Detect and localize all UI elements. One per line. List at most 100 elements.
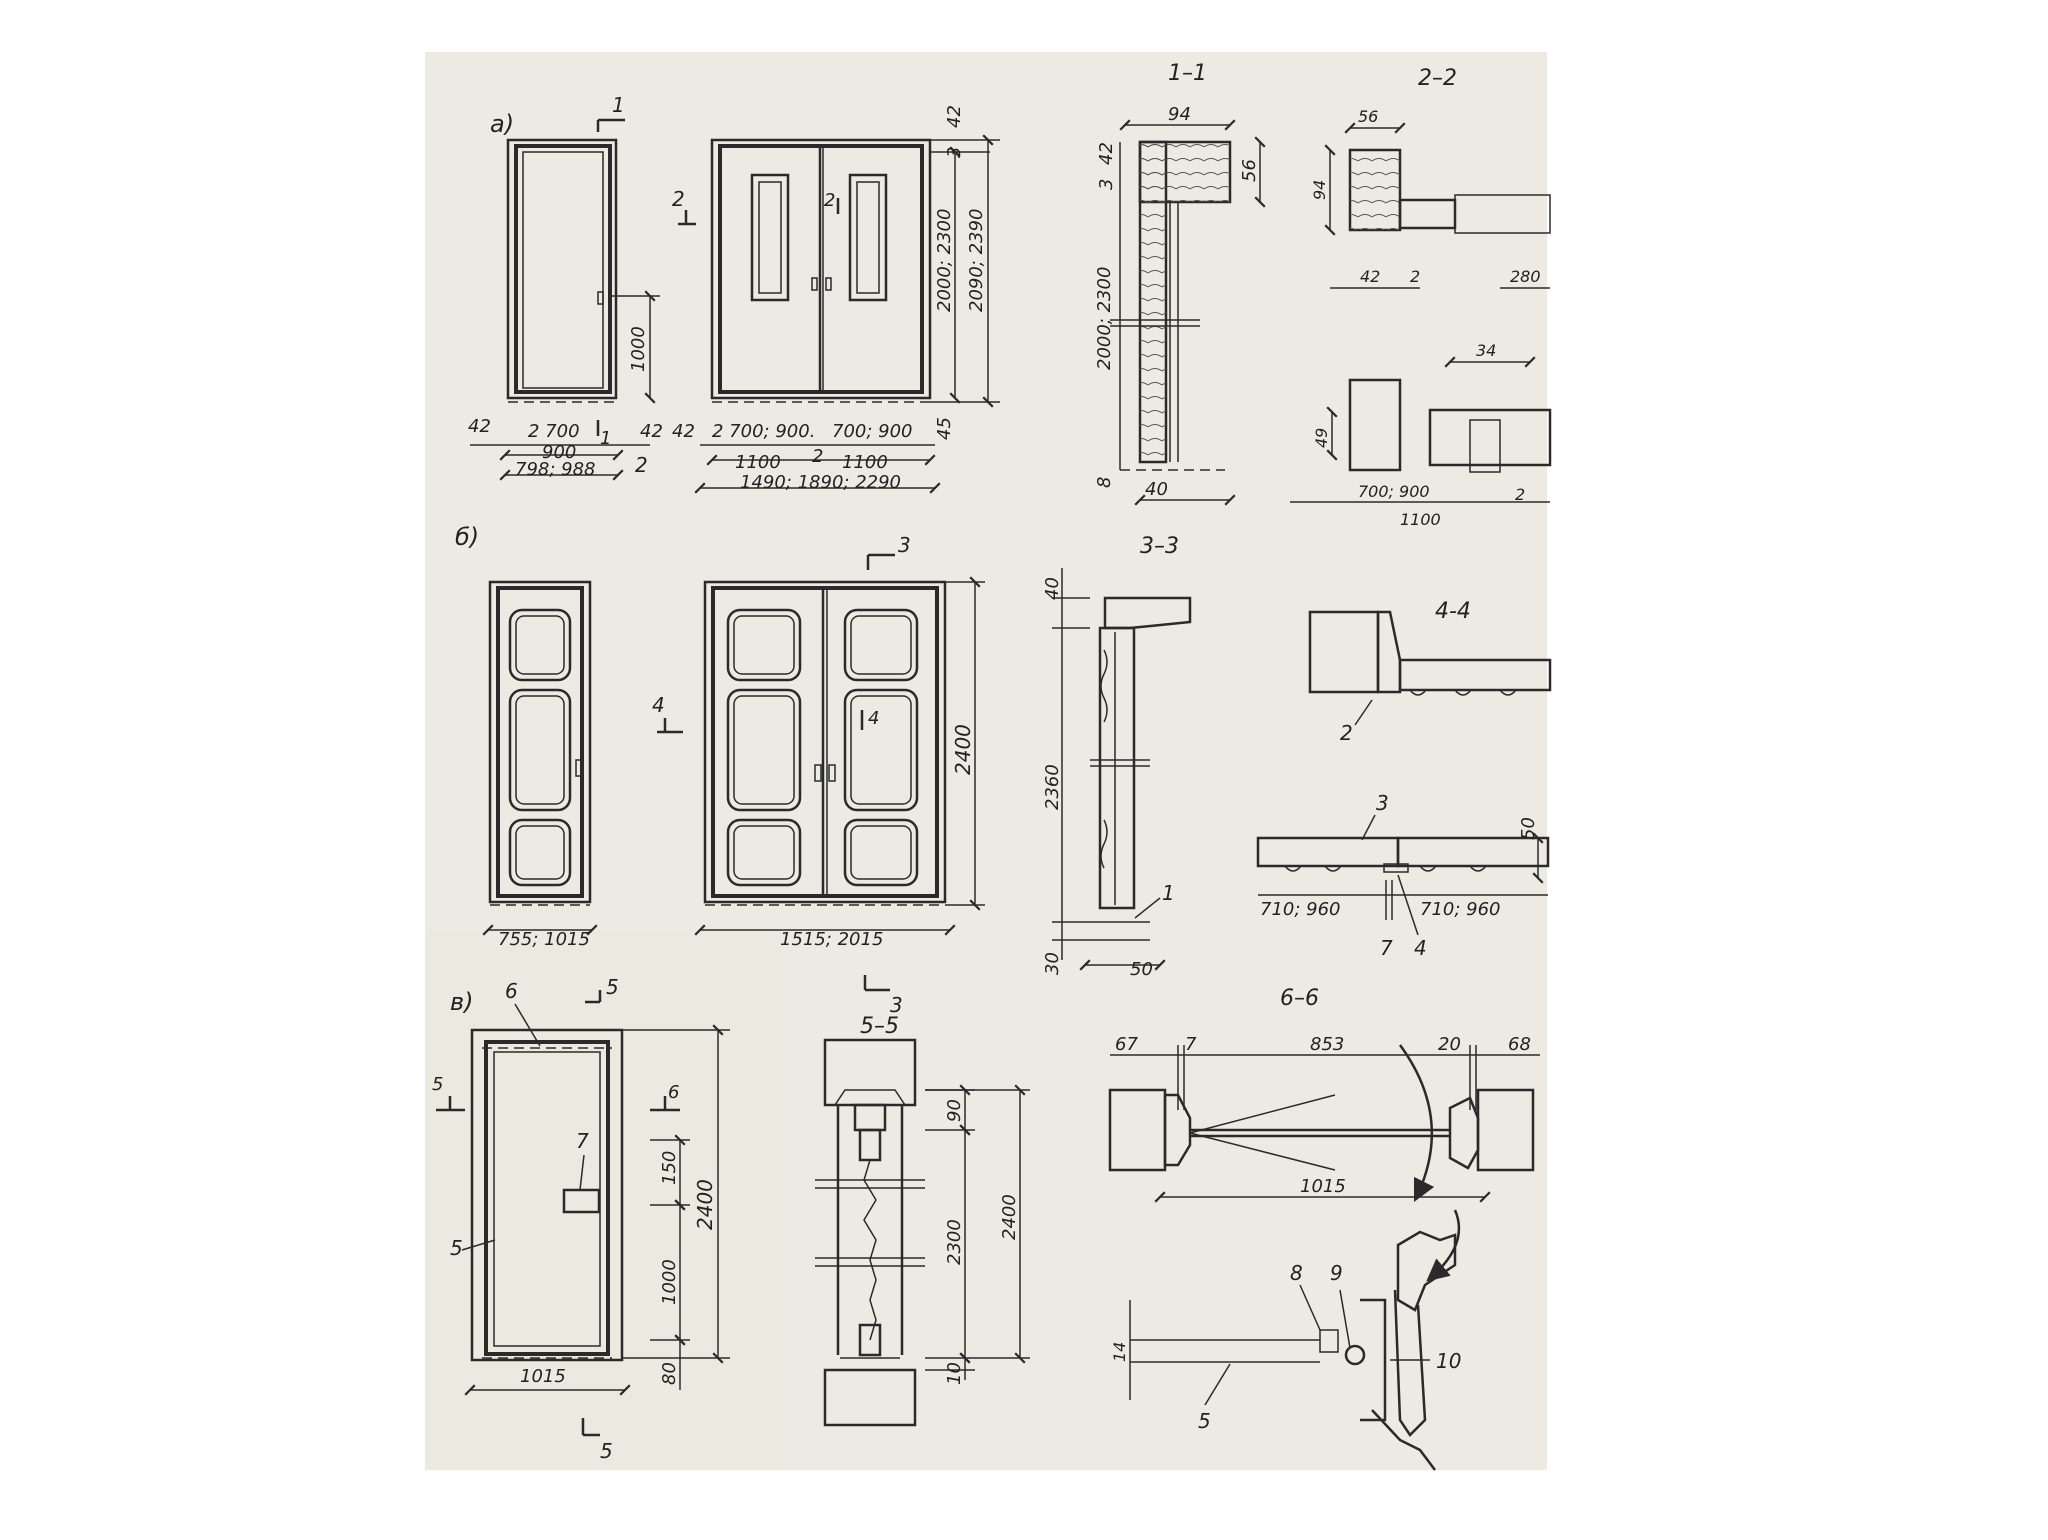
cut-mark-6-right: 6 (650, 1082, 680, 1112)
drawing-label: 700; 900 (1358, 482, 1430, 501)
drawing-label: 2 700; 900. (712, 421, 815, 442)
drawing-label: 5 (606, 975, 619, 999)
drawing-label: 42 (468, 416, 491, 437)
drawing-label: 798; 988 (515, 459, 596, 480)
drawing-label: 150 (659, 1151, 680, 1185)
drawing-label: 2 (1515, 485, 1525, 504)
drawing-label: 1490; 1890; 2290 (740, 472, 901, 493)
drawing-label: 42 (944, 105, 965, 128)
drawing-label: 10 (944, 1362, 965, 1385)
drawing-label: 710; 960 (1420, 899, 1501, 920)
drawing-label: 49 (1312, 428, 1331, 448)
drawing-label: 2 (824, 190, 835, 211)
drawing-label: 1015 (520, 1366, 566, 1387)
drawing-label: 1100 (1400, 510, 1441, 529)
section-5-5: 5–5 90 2300 2400 (815, 1014, 1030, 1427)
dims-bottom-single-a: 42 2 700 42 900 798; 988 2 (468, 416, 663, 481)
section-1-1: 1–1 94 56 42 3 2000; 2300 40 8 (1094, 61, 1266, 506)
drawing-label: 1–1 (1168, 61, 1207, 86)
drawing-label: 2400 (999, 1194, 1020, 1240)
drawing-label: 3 (890, 993, 903, 1017)
section-a: а) 1 1 1000 42 2 700 (468, 61, 1552, 529)
drawing-label: 5–5 (860, 1014, 899, 1039)
drawing-label: 42 (1360, 267, 1380, 286)
drawing-label: 280 (1510, 267, 1541, 286)
drawing-label: 9 (1330, 1261, 1343, 1285)
drawing-label: 2 (812, 446, 823, 467)
drawing-label: 40 (1042, 577, 1063, 600)
cut-mark-5-left: 5 (432, 1074, 465, 1112)
drawing-label: 4 (868, 708, 879, 729)
drawing-label: 2–2 (1418, 66, 1457, 91)
dims-right-double-a: 42 3 2000; 2300 2090; 2390 45 (930, 105, 1000, 440)
drawing-label: 2 (635, 453, 648, 477)
drawing-label: 8 (1290, 1261, 1303, 1285)
drawing-label: 1000 (628, 326, 649, 372)
drawing-label: 3 (1376, 791, 1389, 815)
drawing-label: 5 (432, 1074, 443, 1095)
drawing-label: 94 (1310, 180, 1329, 200)
drawing-label: 2 (672, 187, 685, 211)
dims-b-double: 1515; 2015 2400 (694, 576, 985, 950)
drawing-label: 3 (898, 533, 911, 557)
drawing-label: 1100 (735, 452, 781, 473)
cut-mark-1-bottom: 1 (596, 420, 611, 449)
section-b: б) 755; 1015 4 (455, 523, 1552, 1017)
cut-mark-1-top: 1 (596, 93, 625, 132)
drawing-label: 94 (1168, 104, 1191, 125)
drawing-label: 2300 (944, 1219, 965, 1265)
drawing-label: 80 (659, 1362, 680, 1385)
section-2-2: 2–2 56 94 42 2 280 34 49 700; 900 2 1100 (1290, 66, 1552, 529)
drawing-label: 14 (1110, 1342, 1129, 1362)
section-letter-b: б) (455, 523, 479, 551)
drawing-label: 42 (1096, 142, 1117, 165)
dims-b-single: 755; 1015 (482, 924, 598, 950)
cut-mark-5-top: 5 (585, 975, 619, 1004)
drawing-label: 6–6 (1280, 986, 1319, 1011)
drawing-label: 10 (1436, 1349, 1461, 1373)
drawing-label: 4 (652, 693, 665, 717)
drawing-label: 2090; 2390 (966, 209, 987, 312)
drawing-label: 7 (1185, 1034, 1197, 1055)
dims-v-right: 2400 150 1000 80 (622, 1024, 730, 1390)
drawing-label: 45 (934, 417, 955, 440)
cut-mark-4-left: 4 (652, 693, 683, 734)
drawing-label: 56 (1358, 107, 1378, 126)
drawing-label: 40 (1145, 479, 1168, 500)
drawing-label: 6 (505, 979, 518, 1003)
drawing-label: 4-4 (1435, 599, 1471, 624)
double-door-elevation-b (703, 580, 947, 906)
single-door-elevation-b (488, 580, 592, 906)
drawing-label: 2360 (1042, 764, 1063, 810)
drawing-label: 2000; 2300 (1094, 267, 1115, 370)
section-letter-v: в) (450, 988, 474, 1016)
drawing-label: 710; 960 (1260, 899, 1341, 920)
double-door-elevation-a (710, 138, 932, 403)
drawing-label: 20 (1438, 1034, 1461, 1055)
drawing-label: 7 (576, 1129, 589, 1153)
drawing-label: 3–3 (1140, 534, 1179, 559)
drawing-label: 2 (1340, 721, 1353, 745)
drawing-label: 3 (1096, 179, 1117, 190)
drawing-label: 67 (1115, 1034, 1138, 1055)
drawing-label: 50 (1130, 959, 1153, 980)
drawing-label: 1000 (659, 1259, 680, 1305)
drawing-label: 30 (1042, 952, 1063, 975)
cut-mark-2-inside: 2 (824, 190, 840, 214)
drawing-label: 1 (612, 93, 625, 117)
drawing-label: 50 (1518, 817, 1539, 840)
drawing-label: 42 (640, 421, 663, 442)
dims-v-bottom: 1015 (464, 1366, 631, 1396)
drawing-label: 2400 (951, 724, 975, 775)
drawing-label: 900 (542, 442, 576, 463)
dim-1000-a: 1000 (610, 290, 660, 404)
drawing-label: 5 (450, 1236, 463, 1260)
cut-mark-4-inside: 4 (860, 708, 879, 730)
drawing-label: 1100 (842, 452, 888, 473)
drawing-label: 56 (1239, 159, 1260, 182)
dims-bottom-double-a: 42 2 700; 900. 700; 900 1100 2 1100 1490… (672, 421, 941, 494)
drawing-label: 6 (668, 1082, 679, 1103)
drawing-label: 1 (600, 428, 611, 449)
